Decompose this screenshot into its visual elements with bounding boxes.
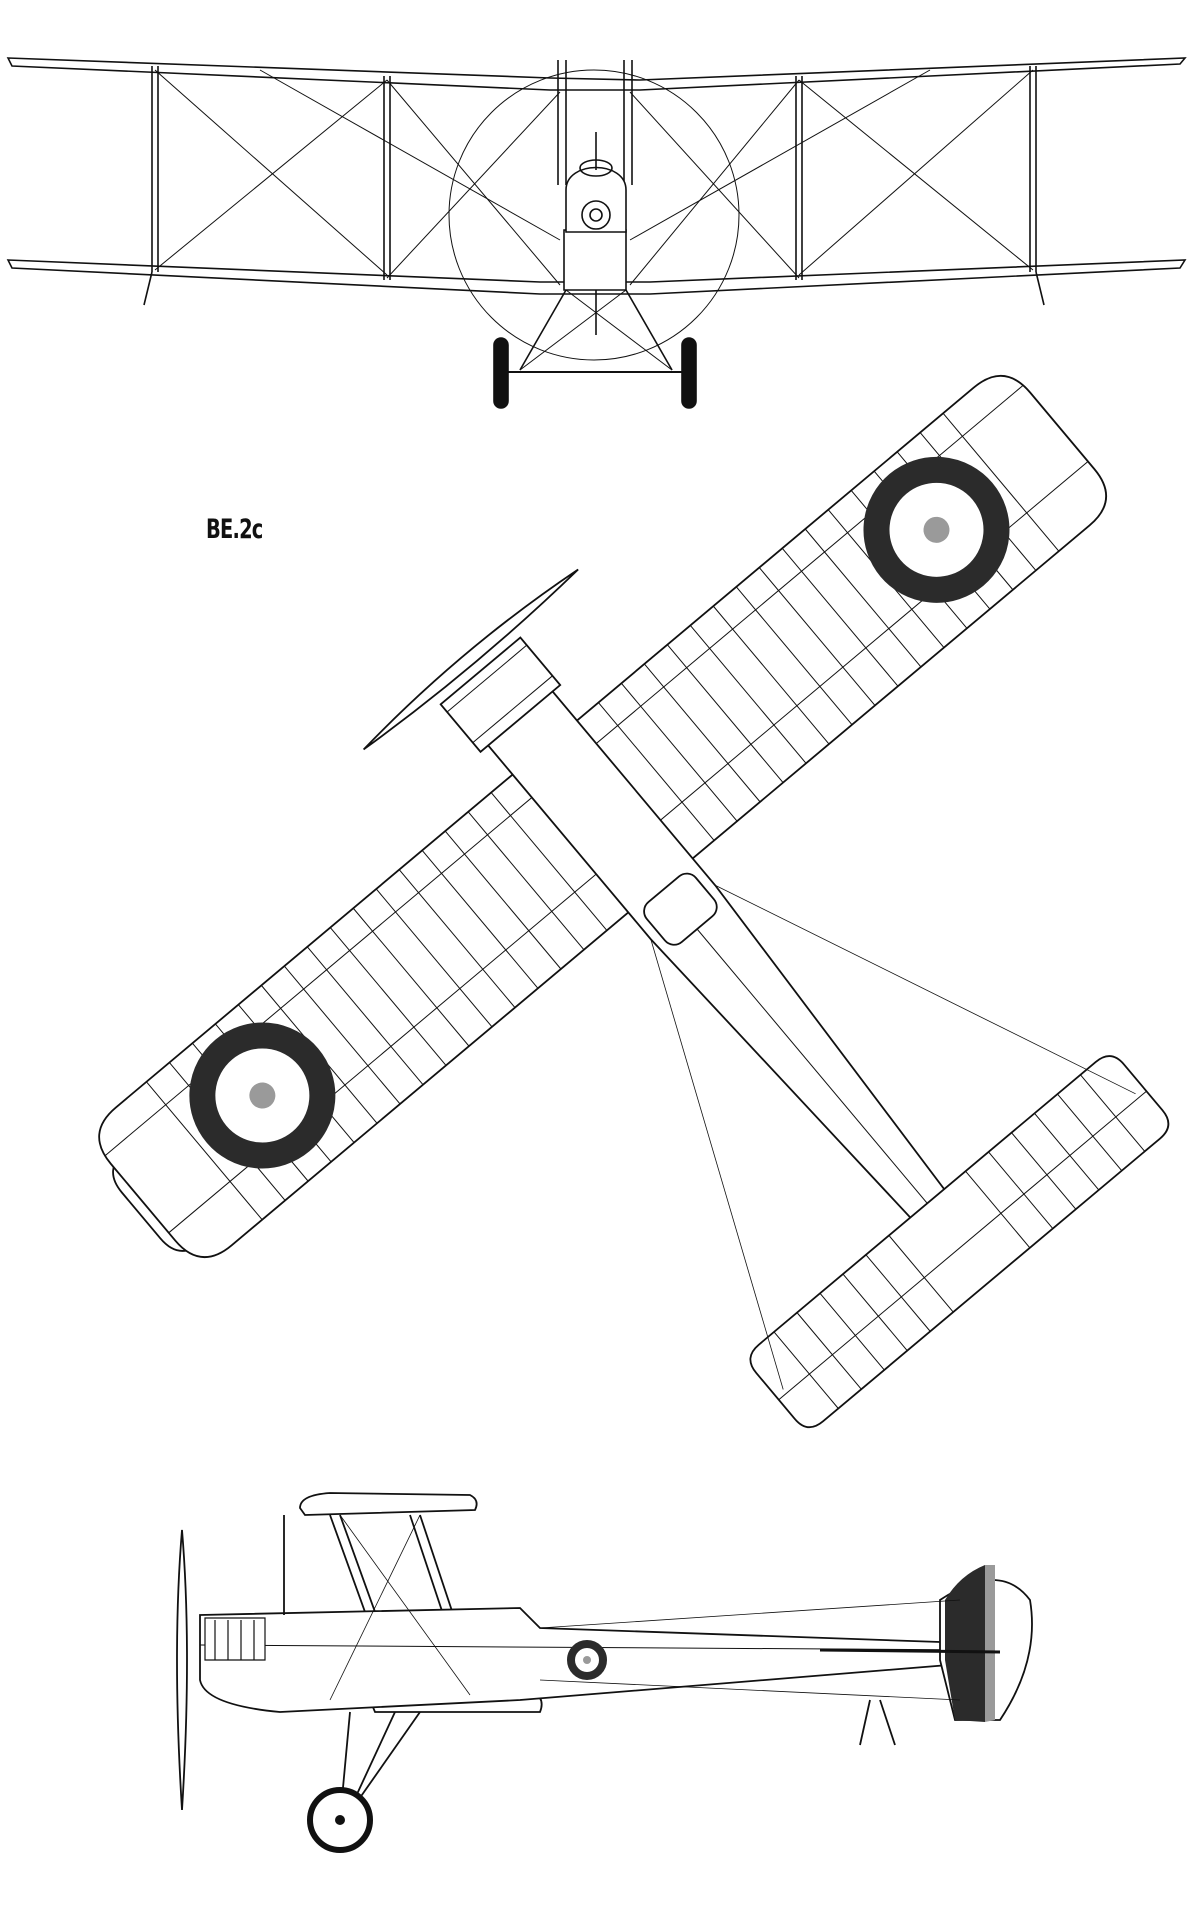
front-view: [8, 58, 1185, 408]
plan-engine: [441, 638, 561, 752]
side-upper-wing: [300, 1493, 477, 1515]
plan-view: [0, 268, 1200, 1672]
plan-propeller: [359, 564, 582, 754]
aircraft-designation-label: BE.2c: [206, 514, 263, 545]
front-upper-wing: [8, 58, 1185, 90]
propeller-disc: [449, 70, 739, 360]
front-fuselage: [564, 230, 626, 290]
front-left-wheel: [494, 338, 508, 408]
front-right-wheel: [682, 338, 696, 408]
side-propeller: [177, 1530, 187, 1810]
side-engine: [205, 1618, 265, 1660]
side-view: [177, 1493, 1032, 1850]
